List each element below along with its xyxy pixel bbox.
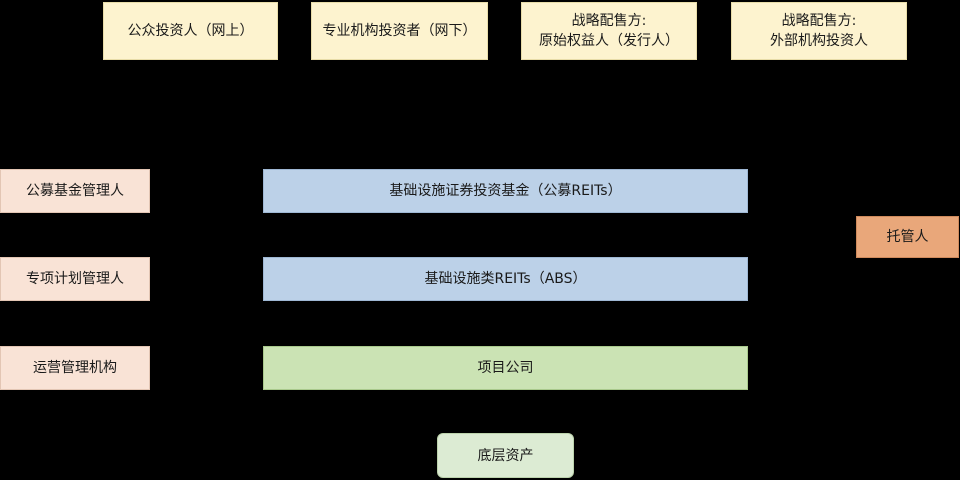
investor-label-line-1: 战略配售方: <box>781 13 857 29</box>
investor-strategic-external-institution: 战略配售方: 外部机构投资人 <box>731 2 907 60</box>
structure-label: 基础设施证券投资基金（公募REITs） <box>389 183 622 199</box>
manager-label: 专项计划管理人 <box>26 271 124 287</box>
manager-label: 运营管理机构 <box>33 360 117 376</box>
investor-label-line-1: 战略配售方: <box>571 13 647 29</box>
manager-label: 公募基金管理人 <box>26 183 124 199</box>
underlying-asset: 底层资产 <box>437 433 574 478</box>
manager-operations: 运营管理机构 <box>0 346 150 390</box>
manager-public-fund: 公募基金管理人 <box>0 169 150 213</box>
structure-project-company: 项目公司 <box>263 346 748 390</box>
structure-label: 项目公司 <box>477 360 534 376</box>
investor-strategic-original-owner: 战略配售方: 原始权益人（发行人） <box>521 2 697 60</box>
structure-public-reits-fund: 基础设施证券投资基金（公募REITs） <box>263 169 748 213</box>
manager-special-plan: 专项计划管理人 <box>0 257 150 301</box>
custodian: 托管人 <box>856 216 959 258</box>
structure-abs: 基础设施类REITs（ABS） <box>263 257 748 301</box>
structure-label: 基础设施类REITs（ABS） <box>424 271 587 287</box>
asset-label: 底层资产 <box>477 447 534 464</box>
investor-label-line-2: 外部机构投资人 <box>770 33 868 49</box>
investor-public-online: 公众投资人（网上） <box>103 2 278 60</box>
investor-label-line-2: 原始权益人（发行人） <box>539 33 679 49</box>
investor-label: 专业机构投资者（网下） <box>322 23 477 39</box>
investor-label: 公众投资人（网上） <box>127 23 254 39</box>
investor-institutional-offline: 专业机构投资者（网下） <box>311 2 488 60</box>
custodian-label: 托管人 <box>886 229 929 245</box>
